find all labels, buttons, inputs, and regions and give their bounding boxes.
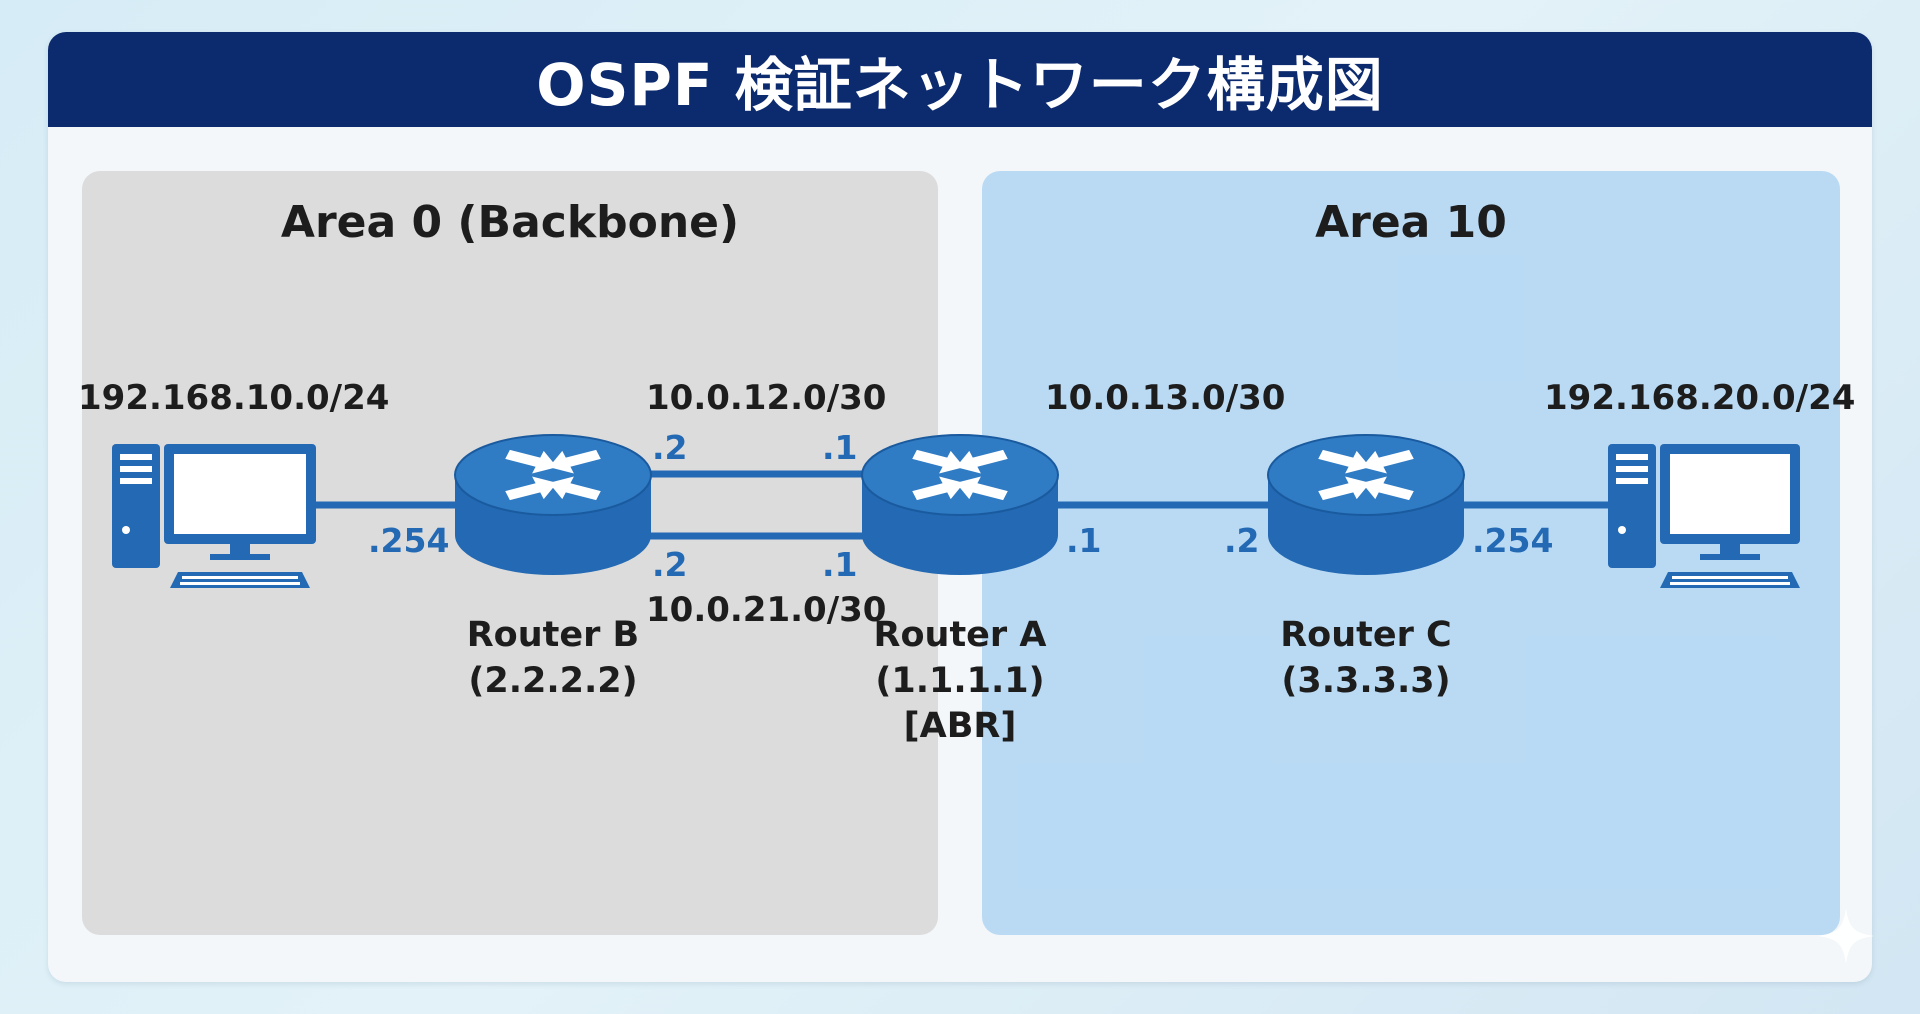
router-b-id: (2.2.2.2)	[468, 660, 638, 701]
pc-icon	[112, 444, 316, 588]
title-bar: OSPF 検証ネットワーク構成図	[48, 32, 1872, 127]
router-icon	[1267, 434, 1465, 575]
router-c-label: Router C (3.3.3.3)	[1246, 613, 1486, 704]
subnet-lan-right: 192.168.20.0/24	[1544, 378, 1856, 418]
pc-icon	[1608, 444, 1800, 588]
ifc-a-top: .1	[822, 428, 858, 467]
ifc-b-bottom: .2	[652, 545, 688, 584]
router-b-name: Router B	[466, 615, 640, 655]
router-c-name: Router C	[1280, 615, 1452, 655]
router-b-label: Router B (2.2.2.2)	[433, 613, 673, 704]
subnet-link-ab-bottom: 10.0.21.0/30	[646, 590, 887, 630]
ifc-b-top: .2	[652, 428, 688, 467]
router-c-id: (3.3.3.3)	[1281, 660, 1451, 701]
router-a-label: Router A (1.1.1.1) [ABR]	[840, 613, 1080, 750]
ifc-c-lan: .254	[1472, 521, 1554, 560]
router-a-id: (1.1.1.1)	[875, 660, 1045, 701]
router-a-role: [ABR]	[903, 706, 1017, 746]
router-icon	[861, 434, 1059, 575]
sparkle-icon	[1818, 908, 1874, 964]
area-10-title: Area 10	[1315, 197, 1507, 248]
router-icon	[454, 434, 652, 575]
ifc-a-c: .1	[1066, 521, 1102, 560]
subnet-link-ac: 10.0.13.0/30	[1045, 378, 1286, 418]
area-0-title: Area 0 (Backbone)	[280, 197, 740, 248]
ifc-a-bottom: .1	[822, 545, 858, 584]
subnet-lan-left: 192.168.10.0/24	[78, 378, 390, 418]
ifc-b-lan: .254	[368, 521, 450, 560]
router-a-name: Router A	[873, 615, 1047, 655]
subnet-link-ab-top: 10.0.12.0/30	[646, 378, 887, 418]
ifc-c-a: .2	[1224, 521, 1260, 560]
page-title: OSPF 検証ネットワーク構成図	[536, 50, 1384, 119]
